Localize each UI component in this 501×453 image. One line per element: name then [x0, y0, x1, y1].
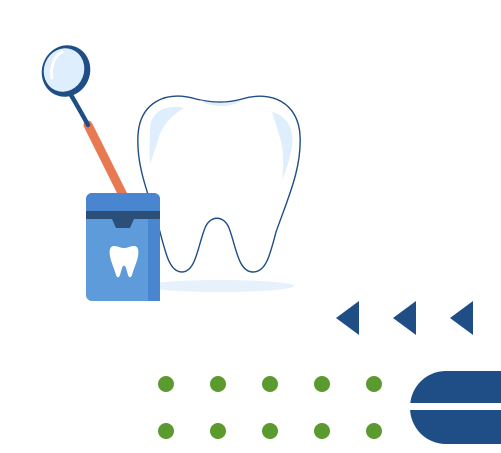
dot-grid	[158, 376, 382, 439]
dot-icon	[158, 376, 174, 392]
dot-icon	[366, 423, 382, 439]
dental-mirror-icon	[41, 45, 133, 210]
pill-shape-icon	[410, 371, 501, 444]
chevron-left-arrows	[336, 301, 473, 335]
dot-icon	[366, 376, 382, 392]
dot-icon	[314, 376, 330, 392]
tooth-badge-icon	[109, 246, 139, 278]
dot-icon	[262, 376, 278, 392]
dot-icon	[210, 376, 226, 392]
chevron-left-icon	[450, 301, 473, 335]
dot-icon	[314, 423, 330, 439]
dot-icon	[158, 423, 174, 439]
chevron-left-icon	[393, 301, 416, 335]
chevron-left-icon	[336, 301, 359, 335]
floss-case-icon	[86, 193, 160, 301]
tooth-icon	[137, 95, 301, 292]
dot-icon	[262, 423, 278, 439]
dot-icon	[210, 423, 226, 439]
